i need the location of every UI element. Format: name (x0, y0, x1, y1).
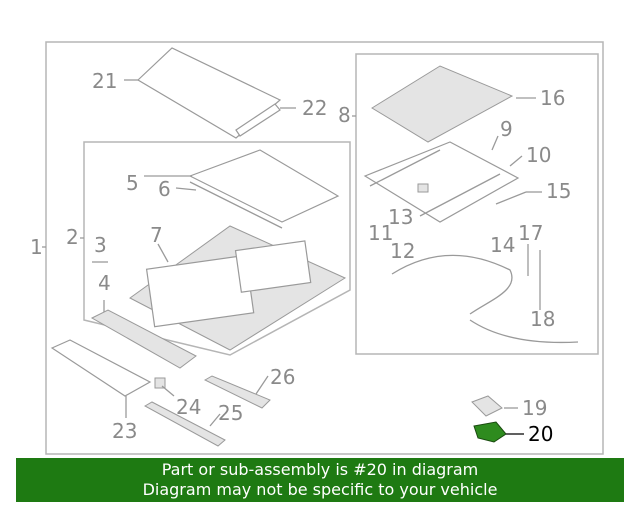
label-21: 21 (92, 69, 117, 93)
label-11: 11 (368, 221, 393, 245)
label-6: 6 (158, 177, 171, 201)
label-25: 25 (218, 401, 243, 425)
part-16-sunshade[interactable] (371, 65, 514, 143)
label-17: 17 (518, 221, 543, 245)
part-23-rail[interactable] (50, 339, 152, 397)
label-2: 2 (66, 225, 79, 249)
label-26: 26 (270, 365, 295, 389)
label-22: 22 (302, 96, 327, 120)
info-banner-line-2: Diagram may not be specific to your vehi… (142, 480, 498, 499)
leader-24 (161, 385, 175, 397)
part-20-module[interactable] (473, 421, 507, 443)
leader-6 (175, 187, 197, 191)
label-1: 1 (30, 235, 43, 259)
label-14: 14 (490, 233, 515, 257)
info-banner-line-1: Part or sub-assembly is #20 in diagram (161, 460, 479, 479)
part-22-strip[interactable] (235, 103, 281, 137)
leader-7 (157, 243, 169, 263)
label-23: 23 (112, 419, 137, 443)
label-3: 3 (94, 233, 107, 257)
label-10: 10 (526, 143, 551, 167)
label-19: 19 (522, 396, 547, 420)
label-12: 12 (390, 239, 415, 263)
label-4: 4 (98, 271, 111, 295)
part-12-rail (419, 173, 501, 217)
label-5: 5 (126, 171, 139, 195)
label-15: 15 (546, 179, 571, 203)
assembly-frame (45, 41, 604, 455)
leader-26 (255, 375, 269, 395)
label-7: 7 (150, 223, 163, 247)
leader-9 (491, 135, 499, 151)
subassembly-2-frame (83, 141, 351, 356)
part-7-opening-2 (234, 240, 312, 293)
part-15-clip (495, 191, 527, 205)
leader-10 (509, 155, 523, 167)
label-24: 24 (176, 395, 201, 419)
part-4-bar[interactable] (90, 309, 197, 369)
leader-25 (209, 413, 221, 427)
part-14-cable (391, 254, 513, 315)
part-24-bracket[interactable] (154, 377, 166, 389)
part-9-rail[interactable] (363, 141, 520, 223)
part-6-seal (189, 181, 283, 229)
part-11-rail (369, 149, 441, 187)
info-banner: Part or sub-assembly is #20 in diagram D… (16, 458, 624, 502)
part-25-rail[interactable] (143, 401, 226, 447)
label-13: 13 (388, 205, 413, 229)
label-18: 18 (530, 307, 555, 331)
label-9: 9 (500, 117, 513, 141)
label-16: 16 (540, 86, 565, 110)
part-18-cable (469, 319, 579, 344)
subassembly-8-frame (355, 53, 599, 355)
part-21-roof-panel[interactable] (137, 47, 282, 139)
part-26-strip[interactable] (203, 375, 271, 409)
label-20: 20 (528, 422, 553, 446)
part-13-clip[interactable] (417, 183, 429, 193)
part-5-glass-panel[interactable] (188, 149, 340, 223)
part-19-motor[interactable] (471, 395, 503, 417)
label-8: 8 (338, 103, 351, 127)
